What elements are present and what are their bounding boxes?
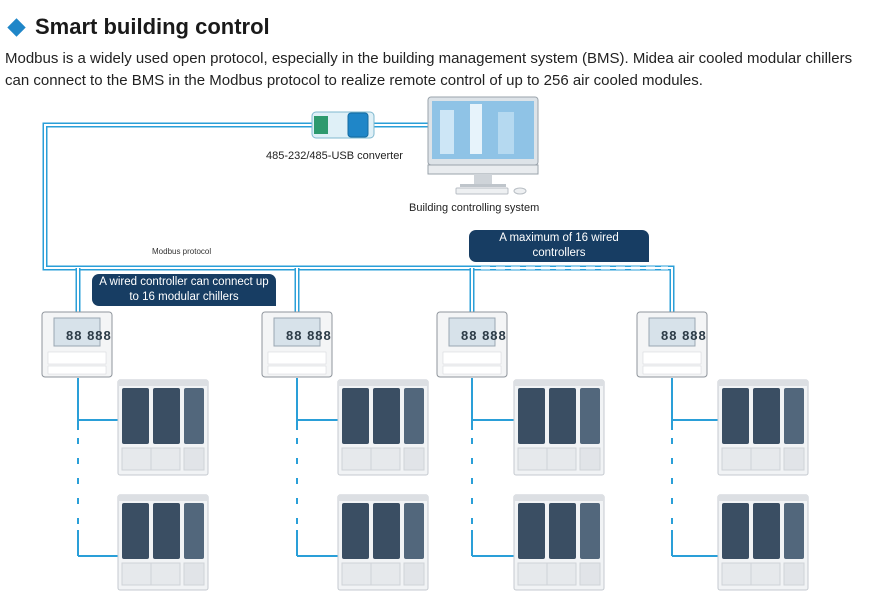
- page-title: Smart building control: [35, 14, 270, 39]
- chiller-unit: [337, 379, 429, 476]
- chiller-unit: [337, 494, 429, 591]
- chiller-connection-lines: [77, 378, 722, 557]
- wired-controller-4: [636, 311, 708, 378]
- chiller-unit: [717, 379, 809, 476]
- description-text: Modbus is a widely used open protocol, e…: [5, 50, 853, 89]
- converter-icon: [311, 111, 375, 139]
- chiller-unit: [117, 494, 209, 591]
- controller-display: 88 888: [66, 328, 112, 343]
- converter-label: 485-232/485-USB converter: [266, 150, 403, 162]
- callout-wired-controller: A wired controller can connect up to 16 …: [92, 274, 276, 306]
- controller-display: 88 888: [661, 328, 707, 343]
- chiller-unit: [717, 494, 809, 591]
- modbus-bus-lines: [42, 122, 675, 315]
- controller-display: 88 888: [461, 328, 507, 343]
- chiller-unit: [513, 379, 605, 476]
- chiller-unit: [513, 494, 605, 591]
- section-header: Smart building control: [7, 12, 270, 42]
- chiller-unit: [117, 379, 209, 476]
- dotted-lines: [77, 438, 673, 524]
- wired-controller-3: [436, 311, 508, 378]
- controller-display: 88 888: [286, 328, 332, 343]
- protocol-label: Modbus protocol: [152, 247, 212, 256]
- computer-icon: [427, 96, 539, 195]
- wired-controller-2: [261, 311, 333, 378]
- callout-max-controllers: A maximum of 16 wired controllers: [469, 230, 649, 262]
- computer-label: Building controlling system: [409, 202, 540, 214]
- wired-controller-1: [41, 311, 113, 378]
